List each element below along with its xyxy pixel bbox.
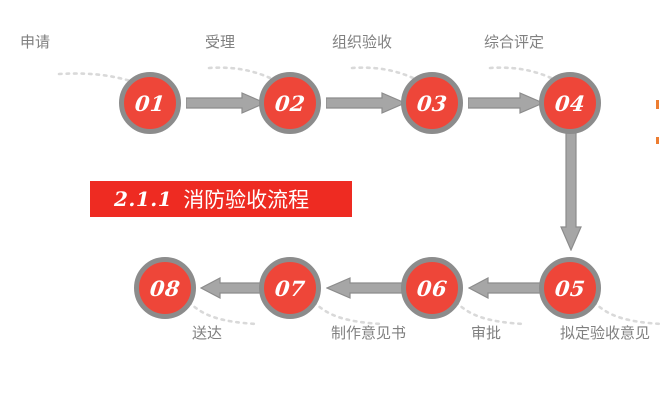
step-node-02[interactable]: 02 [259, 72, 321, 134]
step-node-07[interactable]: 07 [259, 257, 321, 319]
arrow-01-to-02 [186, 92, 266, 114]
step-node-03[interactable]: 03 [401, 72, 463, 134]
step-node-06[interactable]: 06 [401, 257, 463, 319]
arrow-06-to-07 [326, 277, 406, 299]
edge-mark-upper [656, 100, 659, 109]
step-caption-08: 送达 [192, 324, 223, 342]
step-number-07: 07 [273, 275, 307, 301]
step-node-01[interactable]: 01 [119, 72, 181, 134]
title-banner-text: 消防验收流程 [183, 188, 310, 212]
arrow-03-to-04 [468, 92, 544, 114]
step-number-04: 04 [553, 90, 587, 116]
step-number-06: 06 [415, 275, 449, 301]
step-caption-06: 审批 [471, 324, 502, 342]
step-node-05[interactable]: 05 [539, 257, 601, 319]
step-caption-02: 受理 [205, 33, 236, 51]
step-caption-05: 拟定验收意见 [560, 324, 651, 342]
step-number-02: 02 [273, 90, 307, 116]
step-number-01: 01 [133, 90, 167, 116]
title-banner: 2.1.1 消防验收流程 [90, 181, 352, 217]
arrow-05-to-06 [468, 277, 544, 299]
step-number-03: 03 [415, 90, 449, 116]
arrow-02-to-03 [326, 92, 406, 114]
step-node-08[interactable]: 08 [134, 257, 196, 319]
arrow-04-to-05 [560, 133, 582, 251]
title-banner-number: 2.1.1 [114, 187, 173, 211]
step-caption-03: 组织验收 [332, 33, 393, 51]
edge-mark-lower [656, 137, 659, 144]
step-node-04[interactable]: 04 [539, 72, 601, 134]
step-number-05: 05 [553, 275, 587, 301]
step-number-08: 08 [148, 275, 182, 301]
step-caption-01: 申请 [20, 33, 51, 51]
step-caption-04: 综合评定 [484, 33, 545, 51]
step-caption-07: 制作意见书 [331, 324, 407, 342]
